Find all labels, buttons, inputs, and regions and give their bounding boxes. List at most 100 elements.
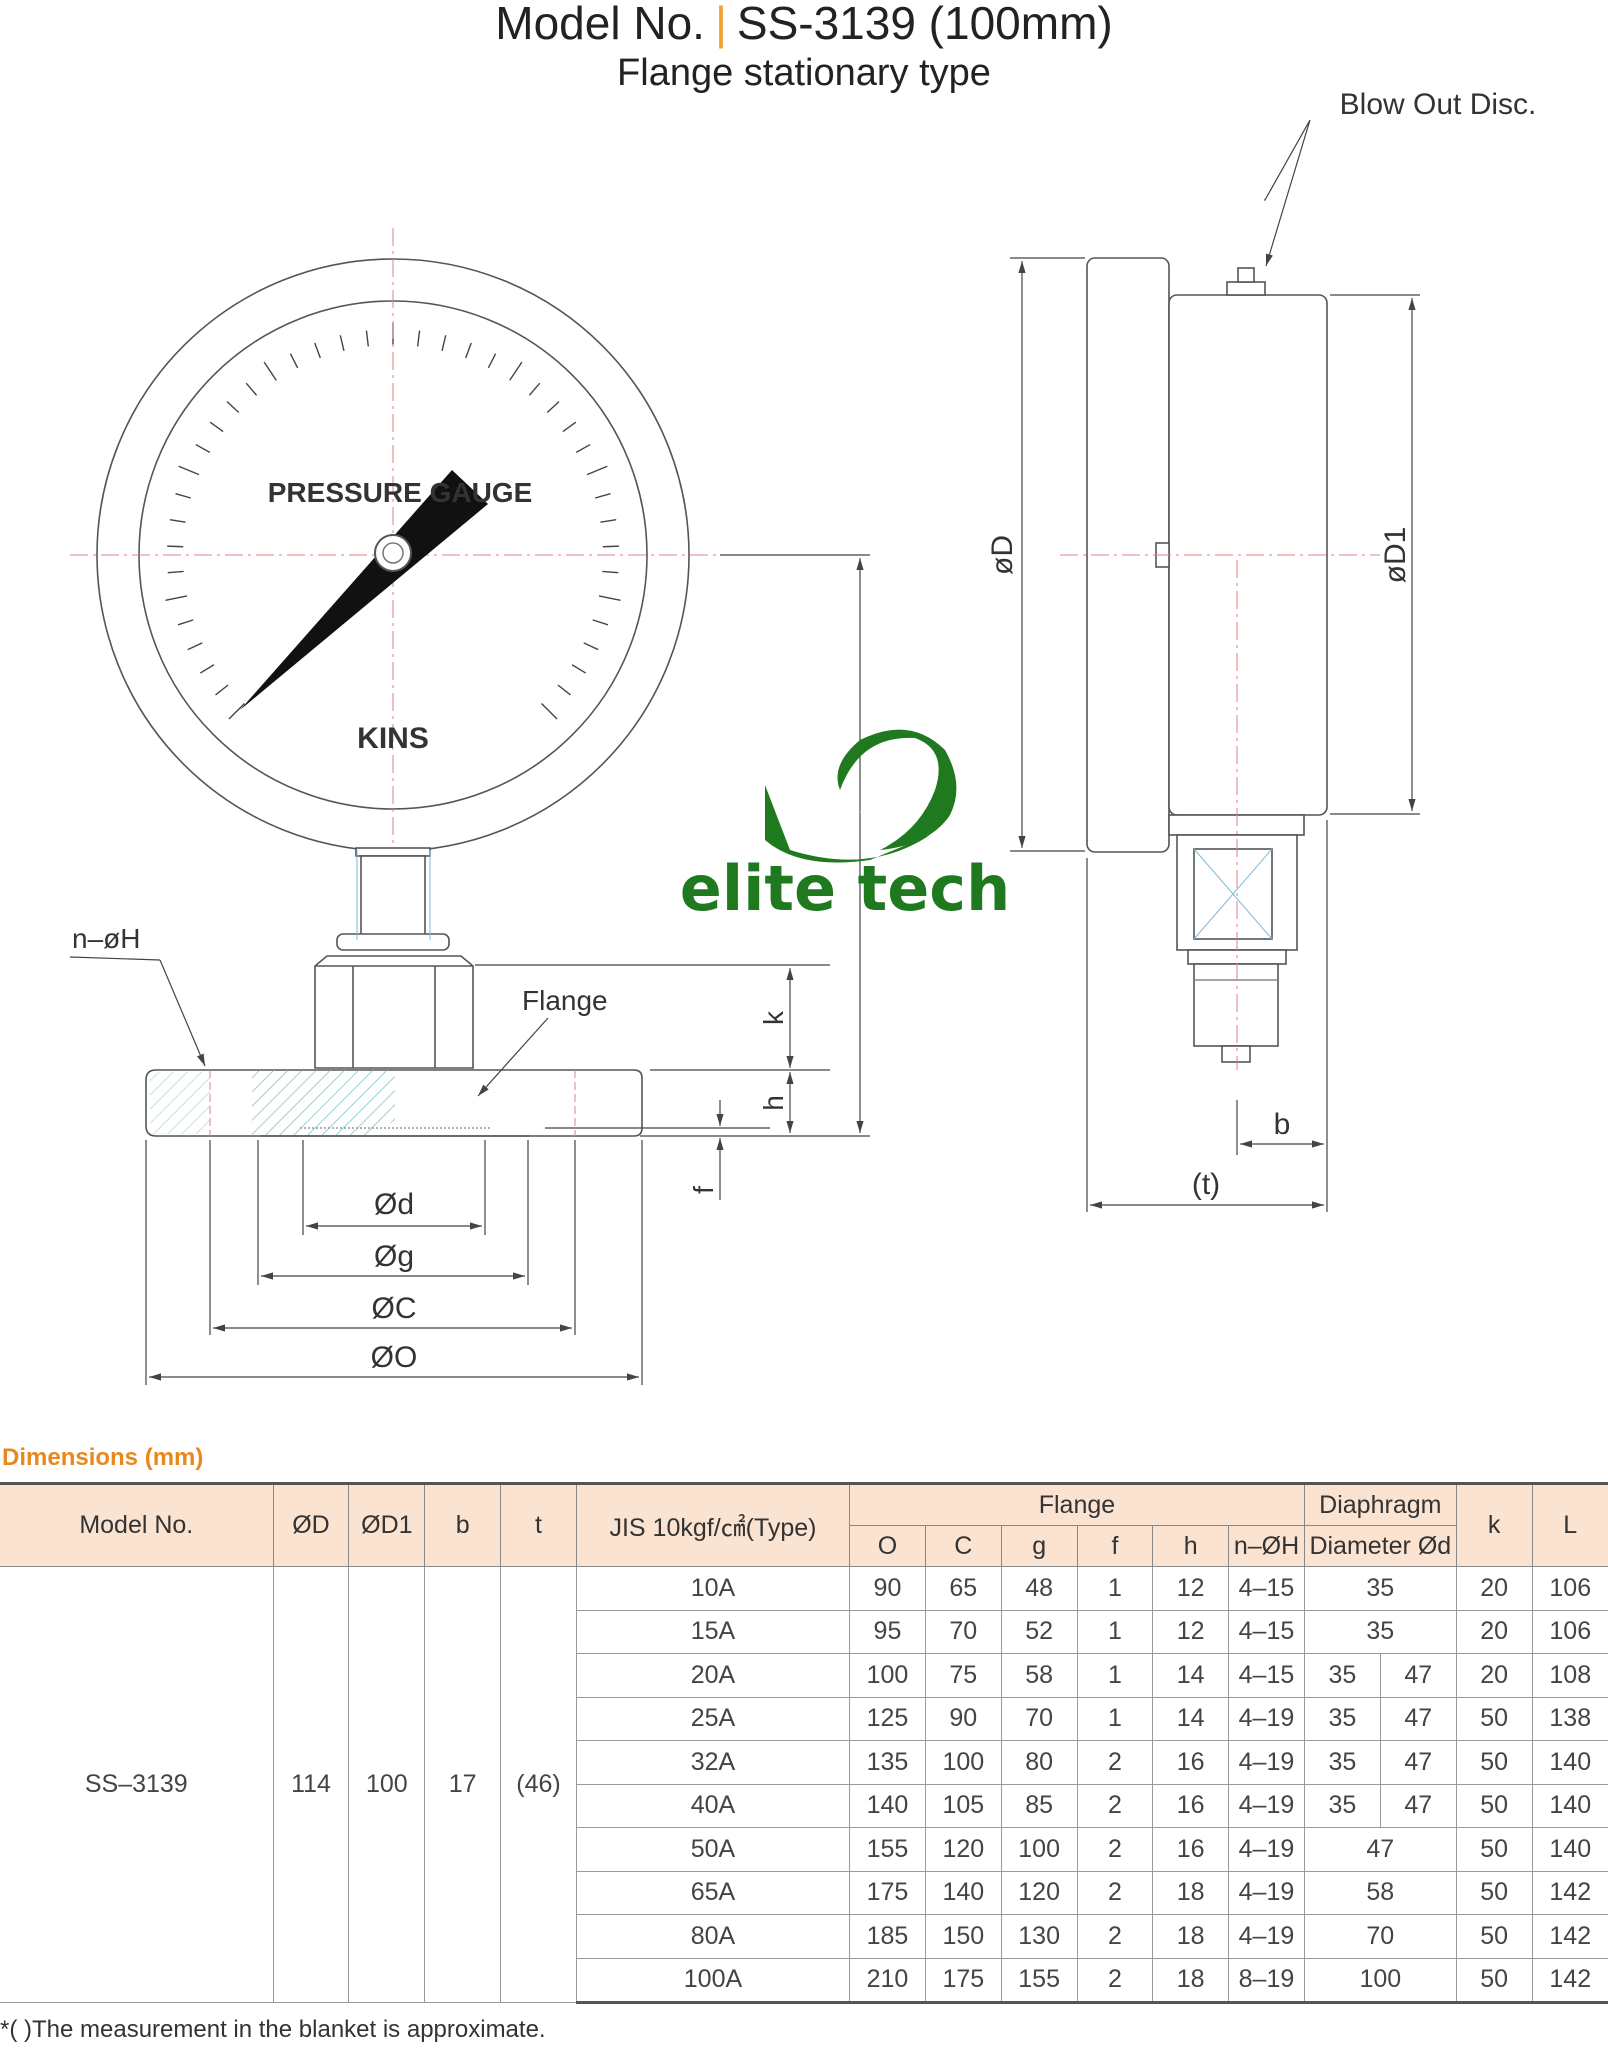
dial-ticks xyxy=(165,323,621,720)
cell-diaphragm-d1: 35 xyxy=(1303,1696,1381,1741)
cell-diaphragm: 35 xyxy=(1303,1566,1457,1611)
dial-tick xyxy=(562,421,577,433)
dial-tick xyxy=(263,361,277,381)
cell-type: 50A xyxy=(576,1827,851,1872)
cell-g: 52 xyxy=(1000,1609,1078,1654)
dial-tick xyxy=(365,330,370,347)
col-k: k xyxy=(1455,1482,1533,1567)
cell-nH: 4–19 xyxy=(1228,1870,1305,1915)
col-b: b xyxy=(424,1482,502,1567)
col-nH: n–ØH xyxy=(1228,1525,1305,1567)
cell-L: 140 xyxy=(1531,1827,1608,1872)
cell-type: 25A xyxy=(576,1696,851,1741)
cell-nH: 4–19 xyxy=(1228,1914,1305,1959)
col-h: h xyxy=(1152,1525,1230,1567)
dial-tick xyxy=(195,443,211,454)
cell-h: 16 xyxy=(1152,1783,1230,1828)
cell-diaphragm: 70 xyxy=(1303,1914,1457,1959)
cell-model: SS–3139 xyxy=(0,1566,274,2003)
dial-tick xyxy=(215,684,229,696)
cell-diaphragm: 100 xyxy=(1303,1957,1457,2004)
cell-C: 120 xyxy=(924,1827,1002,1872)
cell-nH: 4–15 xyxy=(1228,1609,1305,1654)
brand-logo: KINS xyxy=(357,722,429,755)
cell-diaphragm-d2: 47 xyxy=(1379,1740,1457,1785)
cell-L: 142 xyxy=(1531,1914,1608,1959)
cell-k: 20 xyxy=(1455,1566,1533,1611)
dial-tick xyxy=(528,382,541,396)
cell-D: 114 xyxy=(272,1566,350,2003)
dial-tick xyxy=(571,664,587,674)
dial-tick xyxy=(177,619,194,626)
cell-g: 80 xyxy=(1000,1740,1078,1785)
cell-D1: 100 xyxy=(348,1566,426,2003)
cell-f: 1 xyxy=(1076,1653,1154,1698)
dial-tick xyxy=(167,545,184,548)
col-diaphragm: Diaphragm xyxy=(1303,1482,1457,1526)
callout-flange: Flange xyxy=(522,985,608,1016)
dial-tick xyxy=(600,518,617,523)
cell-g: 70 xyxy=(1000,1696,1078,1741)
cell-diaphragm-d1: 35 xyxy=(1303,1783,1381,1828)
cell-diaphragm: 58 xyxy=(1303,1870,1457,1915)
cell-O: 90 xyxy=(849,1566,926,1611)
cell-k: 50 xyxy=(1455,1696,1533,1741)
col-g: g xyxy=(1000,1525,1078,1567)
cell-g: 58 xyxy=(1000,1653,1078,1698)
cell-O: 155 xyxy=(849,1827,926,1872)
cell-C: 100 xyxy=(924,1740,1002,1785)
dim-g-label: Øg xyxy=(374,1240,414,1273)
cell-type: 80A xyxy=(576,1914,851,1959)
dim-c-label: ØC xyxy=(372,1292,417,1325)
col-t: t xyxy=(500,1482,577,1567)
cell-nH: 4–19 xyxy=(1228,1827,1305,1872)
cell-O: 140 xyxy=(849,1783,926,1828)
cell-f: 2 xyxy=(1076,1914,1154,1959)
cell-f: 2 xyxy=(1076,1783,1154,1828)
cell-f: 1 xyxy=(1076,1696,1154,1741)
cell-h: 12 xyxy=(1152,1566,1230,1611)
dial-tick xyxy=(583,642,599,651)
dial-tick xyxy=(245,382,258,396)
dial-tick xyxy=(209,421,224,433)
cell-L: 142 xyxy=(1531,1870,1608,1915)
dim-D-label: øD xyxy=(986,535,1019,575)
cell-diaphragm-d1: 35 xyxy=(1303,1653,1381,1698)
cell-O: 135 xyxy=(849,1740,926,1785)
cell-nH: 4–15 xyxy=(1228,1566,1305,1611)
cell-k: 50 xyxy=(1455,1740,1533,1785)
cell-h: 16 xyxy=(1152,1827,1230,1872)
cell-g: 130 xyxy=(1000,1914,1078,1959)
dial-tick xyxy=(339,335,345,351)
cell-C: 175 xyxy=(924,1957,1002,2004)
cell-t: (46) xyxy=(500,1566,577,2003)
cell-diaphragm-d2: 47 xyxy=(1379,1783,1457,1828)
cell-k: 20 xyxy=(1455,1653,1533,1698)
gauge-front-view xyxy=(70,228,720,1137)
dial-tick xyxy=(178,465,200,476)
cell-h: 18 xyxy=(1152,1957,1230,2004)
dial-tick xyxy=(416,330,421,347)
dial-tick xyxy=(598,595,621,601)
cell-g: 85 xyxy=(1000,1783,1078,1828)
cell-O: 185 xyxy=(849,1914,926,1959)
front-dimension-lines xyxy=(69,554,870,1385)
dim-d-label: Ød xyxy=(374,1188,414,1221)
cell-k: 20 xyxy=(1455,1609,1533,1654)
page-title: Model No.|SS-3139 (100mm) xyxy=(0,0,1608,50)
cell-L: 106 xyxy=(1531,1566,1608,1611)
dial-tick xyxy=(289,353,299,369)
dial-tick xyxy=(314,342,321,359)
cell-k: 50 xyxy=(1455,1827,1533,1872)
dial-tick xyxy=(165,595,188,601)
cell-nH: 8–19 xyxy=(1228,1957,1305,2004)
dial-tick xyxy=(226,401,240,413)
cell-nH: 4–19 xyxy=(1228,1696,1305,1741)
